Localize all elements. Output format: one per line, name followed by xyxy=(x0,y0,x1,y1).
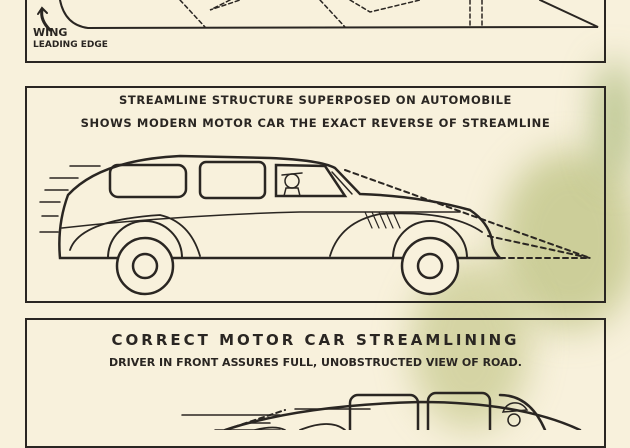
paper-stain xyxy=(500,150,630,330)
panel-wing: WING LEADING EDGE xyxy=(25,0,606,63)
illustrations xyxy=(37,0,599,430)
wing-diagram xyxy=(37,0,599,32)
speed-lines xyxy=(39,165,101,233)
car-modern-diagram xyxy=(39,154,591,296)
car-correct-diagram xyxy=(181,391,582,430)
panel-title-line1: STREAMLINE STRUCTURE SUPERPOSED ON AUTOM… xyxy=(119,93,512,107)
panel-streamline-superposed: STREAMLINE STRUCTURE SUPERPOSED ON AUTOM… xyxy=(25,86,606,303)
wing-label: WING LEADING EDGE xyxy=(33,26,108,50)
paper-stain xyxy=(595,60,630,180)
panel-title-line2: SHOWS MODERN MOTOR CAR THE EXACT REVERSE… xyxy=(80,116,551,130)
streamline-dashes xyxy=(344,169,591,259)
speed-lines xyxy=(181,408,371,430)
driver-figure xyxy=(281,172,303,197)
panel-title: CORRECT MOTOR CAR STREAMLINING xyxy=(111,331,520,349)
panel-subtitle: DRIVER IN FRONT ASSURES FULL, UNOBSTRUCT… xyxy=(109,356,522,369)
driver-figure xyxy=(501,402,529,427)
